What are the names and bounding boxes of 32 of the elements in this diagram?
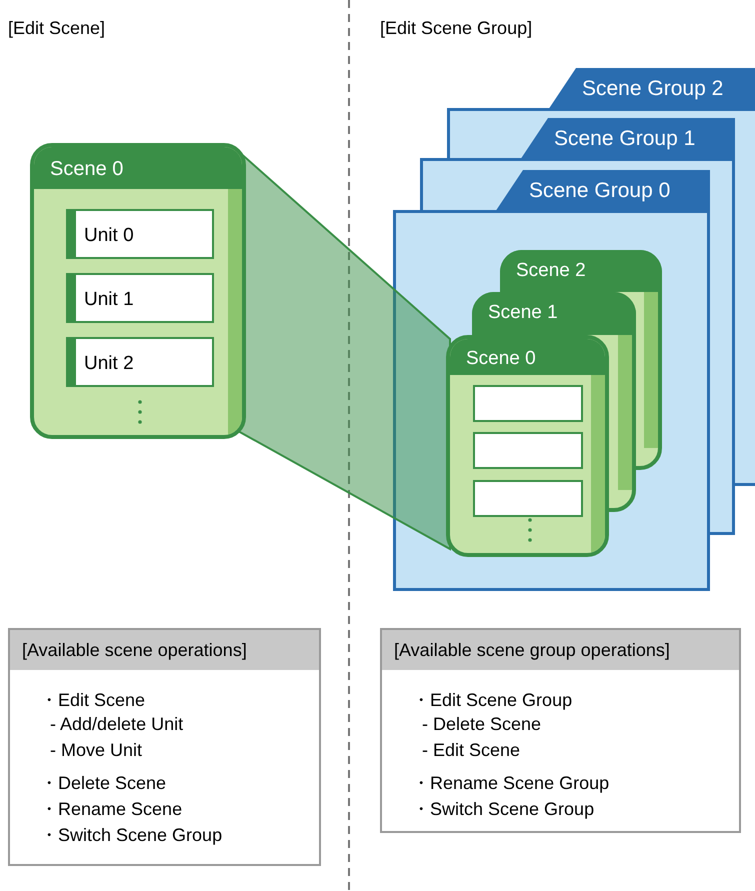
list-item: ・Rename Scene <box>40 798 182 821</box>
unit-card: Unit 0 <box>66 209 214 259</box>
list-item: ・Delete Scene <box>40 772 166 795</box>
unit-card: Unit 1 <box>66 273 214 323</box>
section-heading: [Edit Scene Group] <box>380 18 532 39</box>
scene-title-bar: Scene 0 <box>450 339 605 375</box>
scene-title-bar: Scene 0 <box>34 147 242 189</box>
group-tab: Scene Group 2 <box>548 68 755 110</box>
list-item: - Delete Scene <box>422 714 542 735</box>
unit-card: Unit 2 <box>66 337 214 387</box>
scene-title-bar: Scene 2 <box>500 250 662 292</box>
group-tab: Scene Group 0 <box>495 170 710 212</box>
empty-slot <box>473 432 583 469</box>
list-item: ・Edit Scene Group <box>412 689 572 712</box>
panel-header: [Available scene group operations] <box>382 630 739 670</box>
list-item: - Move Unit <box>50 740 142 761</box>
section-heading: [Edit Scene] <box>8 18 106 39</box>
list-item: - Edit Scene <box>422 740 520 761</box>
scene-title-bar: Scene 1 <box>472 292 636 335</box>
list-item: ・Switch Scene Group <box>40 824 222 847</box>
operations-panel <box>380 628 741 833</box>
empty-slot <box>473 385 583 422</box>
list-item: ・Rename Scene Group <box>412 772 610 795</box>
scene-card <box>30 143 246 439</box>
list-item: - Add/delete Unit <box>50 714 184 735</box>
panel-header: [Available scene operations] <box>10 630 319 670</box>
empty-slot <box>473 480 583 517</box>
operations-panel <box>8 628 321 866</box>
scene-card <box>446 335 609 557</box>
group-tab: Scene Group 1 <box>520 118 735 160</box>
list-item: ・Edit Scene <box>40 689 146 712</box>
list-item: ・Switch Scene Group <box>412 798 594 821</box>
